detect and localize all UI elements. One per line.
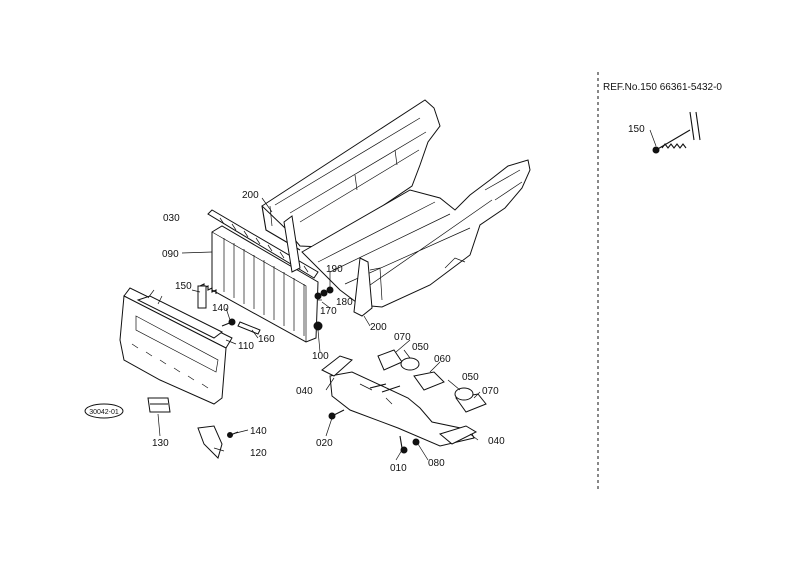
part-label: 020	[316, 438, 333, 449]
spring-150-illustration	[197, 283, 217, 309]
part-label: 040	[296, 386, 313, 397]
part-label: 030	[163, 213, 180, 224]
part-label: 140	[212, 303, 229, 314]
bolt-100-illustration	[313, 321, 323, 331]
leader-lines	[157, 129, 657, 461]
part-label: 140	[250, 426, 267, 437]
reference-number: REF.No.150 66361-5432-0	[603, 82, 722, 93]
part-label: 080	[428, 458, 445, 469]
badge-text: 30042-01	[89, 409, 119, 416]
part-label: 010	[390, 463, 407, 474]
part-label: 050	[412, 342, 429, 353]
bolt-140-illustration	[221, 318, 236, 327]
part-label: 120	[250, 448, 267, 459]
front-nose-illustration	[119, 287, 233, 405]
part-label: 200	[370, 322, 387, 333]
part-label: 110	[238, 341, 254, 352]
ref-spring-150-illustration	[652, 111, 701, 154]
bracket-lower-illustration	[353, 257, 383, 317]
lower-plate-illustration	[321, 349, 487, 454]
part-label: 050	[462, 372, 479, 383]
part-label: 150	[175, 281, 192, 292]
diagram-badge: 30042-01	[84, 403, 124, 419]
bracket-120-illustration	[197, 425, 239, 459]
part-label: 130	[152, 438, 169, 449]
part-label: 060	[434, 354, 451, 365]
part-label: 200	[242, 190, 259, 201]
part-label: 100	[312, 351, 329, 362]
part-label: 040	[488, 436, 505, 447]
part-label: 190	[326, 264, 343, 275]
spacer-160-illustration	[237, 321, 261, 335]
part-label: 160	[258, 334, 275, 345]
part-label: 170	[320, 306, 337, 317]
part-label: 070	[482, 386, 499, 397]
emblem-130-illustration	[147, 397, 171, 413]
part-label: 180	[336, 297, 353, 308]
ref-part-label: 150	[628, 124, 645, 135]
part-label: 090	[162, 249, 179, 260]
part-labels: 030 090 200 190 180 170 200 150 140 110 …	[152, 124, 645, 474]
fasteners-170-180-190-illustration	[314, 286, 334, 300]
grille-illustration	[211, 225, 319, 343]
part-label: 070	[394, 332, 411, 343]
